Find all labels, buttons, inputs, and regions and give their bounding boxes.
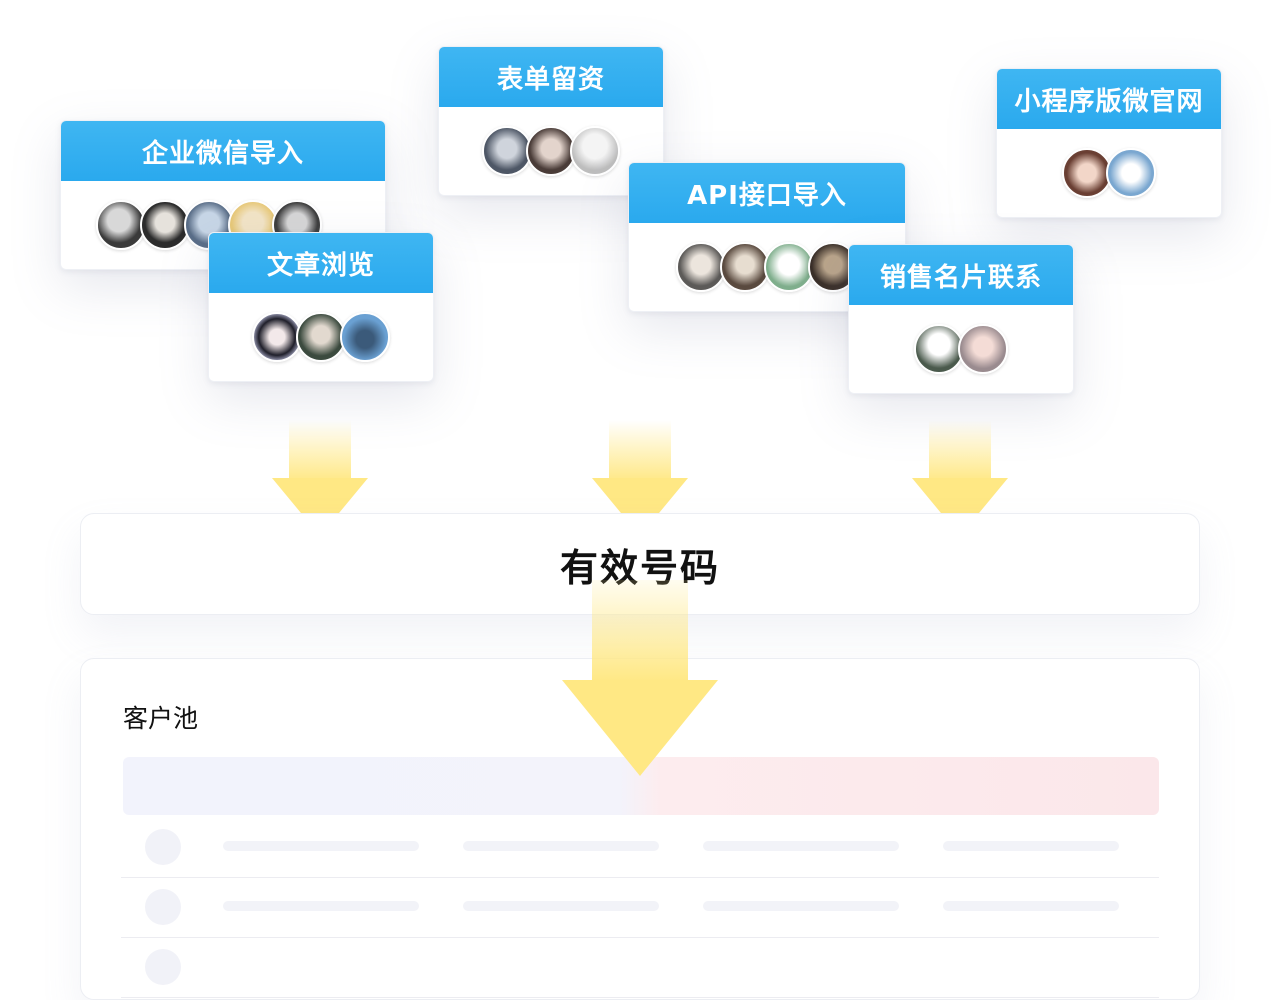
source-card-sales-card: 销售名片联系 xyxy=(848,244,1074,394)
text-placeholder xyxy=(943,841,1119,851)
source-card-title: 销售名片联系 xyxy=(849,245,1073,305)
flow-arrow-to-pool xyxy=(562,580,718,776)
avatar-placeholder xyxy=(145,949,181,985)
source-card-title: 企业微信导入 xyxy=(61,121,385,181)
avatar-group xyxy=(997,129,1221,217)
arrow-stem xyxy=(592,580,688,682)
avatar xyxy=(1062,148,1112,198)
avatar xyxy=(252,312,302,362)
avatar xyxy=(764,242,814,292)
source-card-title: 文章浏览 xyxy=(209,233,433,293)
avatar xyxy=(340,312,390,362)
text-placeholder xyxy=(223,901,419,911)
avatar xyxy=(1106,148,1156,198)
avatar xyxy=(720,242,770,292)
avatar xyxy=(914,324,964,374)
source-card-article: 文章浏览 xyxy=(208,232,434,382)
avatar-group xyxy=(209,293,433,381)
source-card-form: 表单留资 xyxy=(438,46,664,196)
text-placeholder xyxy=(223,841,419,851)
source-card-title: API接口导入 xyxy=(629,163,905,223)
arrow-stem xyxy=(289,420,351,482)
text-placeholder xyxy=(463,841,659,851)
avatar xyxy=(482,126,532,176)
arrow-stem xyxy=(929,420,991,482)
text-placeholder xyxy=(703,841,899,851)
avatar-group xyxy=(439,107,663,195)
avatar xyxy=(296,312,346,362)
avatar xyxy=(676,242,726,292)
avatar xyxy=(95,200,146,250)
avatar-placeholder xyxy=(145,889,181,925)
avatar xyxy=(958,324,1008,374)
text-placeholder xyxy=(703,901,899,911)
customer-pool-title: 客户池 xyxy=(123,704,199,733)
avatar-placeholder xyxy=(145,829,181,865)
text-placeholder xyxy=(943,901,1119,911)
arrow-stem xyxy=(609,420,671,482)
text-placeholder xyxy=(463,901,659,911)
arrow-head xyxy=(562,680,718,776)
list-item xyxy=(121,877,1159,938)
customer-pool-panel: 客户池 xyxy=(80,658,1200,1000)
avatar xyxy=(526,126,576,176)
avatar xyxy=(139,200,190,250)
source-card-title: 小程序版微官网 xyxy=(997,69,1221,129)
list-item xyxy=(121,937,1159,998)
source-card-title: 表单留资 xyxy=(439,47,663,107)
list-item xyxy=(121,817,1159,878)
avatar-group xyxy=(849,305,1073,393)
avatar xyxy=(570,126,620,176)
source-card-miniprogram: 小程序版微官网 xyxy=(996,68,1222,218)
